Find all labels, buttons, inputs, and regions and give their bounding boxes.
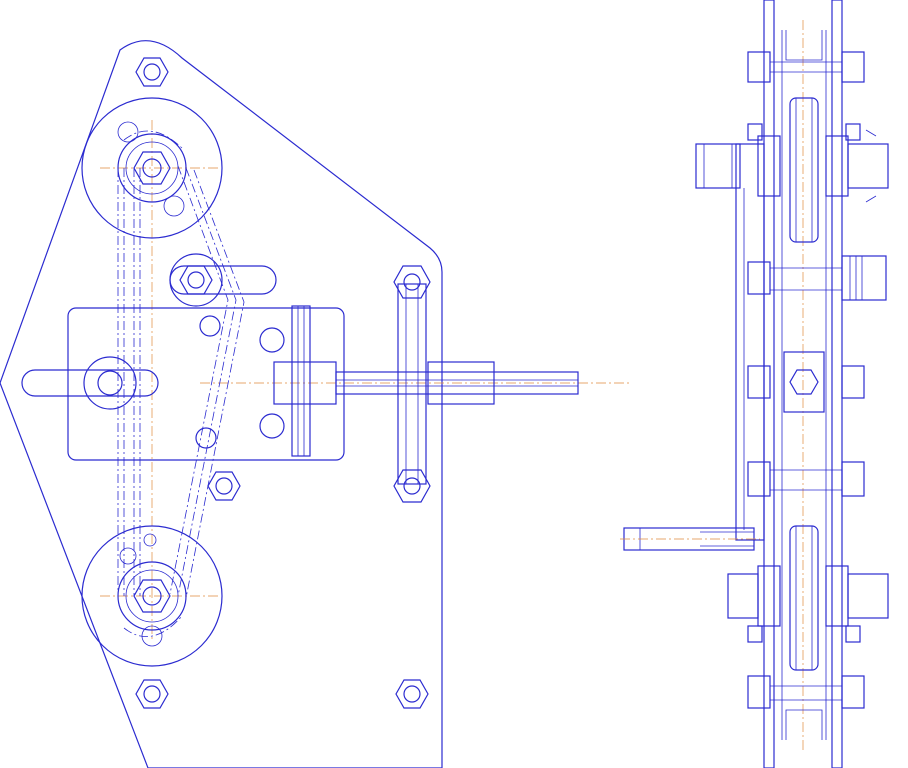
tensioner-idler	[169, 253, 277, 307]
bottom-left-bolt	[135, 679, 169, 709]
lower-sprocket-stack	[727, 525, 889, 671]
spacer-bolt-4	[747, 461, 865, 497]
mounting-hole	[259, 413, 285, 439]
mounting-hole	[259, 327, 285, 353]
bottom-bracket	[785, 709, 823, 740]
spacer-bolt-3	[747, 351, 865, 413]
crank-handle	[620, 527, 760, 551]
chain-loop	[117, 130, 245, 637]
spacer-bolt-5	[747, 675, 865, 709]
mounting-plate-outline	[0, 40, 443, 768]
drive-flange	[273, 305, 337, 457]
drive-shaft	[335, 361, 579, 405]
adjustment-slot	[21, 356, 159, 410]
spacer-bolt-2	[747, 255, 887, 301]
mounting-hole	[195, 427, 217, 449]
motor-bracket	[67, 307, 345, 461]
front-view	[0, 40, 630, 768]
bracket-nut	[207, 471, 241, 501]
side-view	[620, 0, 889, 768]
link-arm	[393, 265, 431, 503]
left-side-plate	[763, 0, 775, 768]
drive-hub	[695, 143, 765, 541]
mounting-hole	[199, 315, 221, 337]
right-side-plate	[831, 0, 843, 768]
bottom-right-bolt	[395, 679, 429, 709]
top-bracket	[785, 30, 823, 61]
top-corner-bolt	[135, 57, 169, 87]
upper-sprocket-stack	[747, 97, 889, 243]
spacer-bolt-1	[747, 51, 865, 83]
